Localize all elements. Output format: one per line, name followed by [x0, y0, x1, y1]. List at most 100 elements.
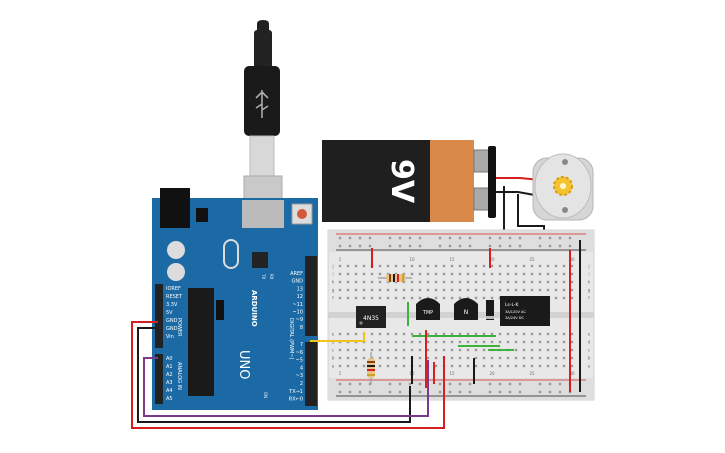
breadboard-hole[interactable]: [488, 382, 492, 386]
breadboard-hole[interactable]: [418, 390, 422, 394]
breadboard-hole[interactable]: [518, 236, 522, 240]
breadboard-hole[interactable]: [362, 364, 366, 368]
breadboard-hole[interactable]: [562, 332, 566, 336]
breadboard-hole[interactable]: [570, 340, 574, 344]
breadboard-hole[interactable]: [450, 348, 454, 352]
breadboard-hole[interactable]: [394, 340, 398, 344]
breadboard-hole[interactable]: [434, 348, 438, 352]
breadboard-hole[interactable]: [466, 356, 470, 360]
breadboard-hole[interactable]: [474, 340, 478, 344]
breadboard-hole[interactable]: [442, 296, 446, 300]
breadboard-hole[interactable]: [346, 296, 350, 300]
breadboard-hole[interactable]: [394, 296, 398, 300]
breadboard-hole[interactable]: [562, 296, 566, 300]
breadboard-hole[interactable]: [338, 356, 342, 360]
breadboard-hole[interactable]: [338, 264, 342, 268]
breadboard-hole[interactable]: [530, 348, 534, 352]
breadboard-hole[interactable]: [554, 356, 558, 360]
breadboard-hole[interactable]: [562, 264, 566, 268]
breadboard-hole[interactable]: [498, 364, 502, 368]
breadboard-hole[interactable]: [378, 264, 382, 268]
breadboard-hole[interactable]: [530, 272, 534, 276]
breadboard-hole[interactable]: [418, 264, 422, 268]
breadboard-hole[interactable]: [418, 382, 422, 386]
breadboard-hole[interactable]: [346, 356, 350, 360]
breadboard-hole[interactable]: [558, 244, 562, 248]
breadboard-hole[interactable]: [426, 332, 430, 336]
breadboard-hole[interactable]: [418, 364, 422, 368]
breadboard-hole[interactable]: [370, 348, 374, 352]
breadboard-hole[interactable]: [398, 390, 402, 394]
breadboard-hole[interactable]: [570, 280, 574, 284]
breadboard-hole[interactable]: [506, 280, 510, 284]
breadboard-hole[interactable]: [410, 332, 414, 336]
breadboard-hole[interactable]: [466, 288, 470, 292]
breadboard-hole[interactable]: [482, 264, 486, 268]
breadboard-hole[interactable]: [474, 280, 478, 284]
breadboard-hole[interactable]: [434, 280, 438, 284]
breadboard-hole[interactable]: [418, 348, 422, 352]
breadboard-hole[interactable]: [354, 364, 358, 368]
breadboard-hole[interactable]: [370, 340, 374, 344]
breadboard-hole[interactable]: [386, 272, 390, 276]
breadboard-hole[interactable]: [514, 272, 518, 276]
breadboard-hole[interactable]: [522, 280, 526, 284]
breadboard-hole[interactable]: [378, 332, 382, 336]
breadboard-hole[interactable]: [554, 280, 558, 284]
breadboard-hole[interactable]: [506, 340, 510, 344]
breadboard-hole[interactable]: [514, 364, 518, 368]
breadboard-hole[interactable]: [448, 236, 452, 240]
breadboard-hole[interactable]: [434, 288, 438, 292]
breadboard-hole[interactable]: [370, 280, 374, 284]
breadboard-hole[interactable]: [474, 356, 478, 360]
breadboard-hole[interactable]: [530, 288, 534, 292]
breadboard-hole[interactable]: [354, 280, 358, 284]
usb-cable[interactable]: [243, 20, 283, 229]
breadboard-hole[interactable]: [538, 288, 542, 292]
breadboard-hole[interactable]: [488, 390, 492, 394]
breadboard-hole[interactable]: [348, 244, 352, 248]
breadboard-hole[interactable]: [410, 280, 414, 284]
breadboard-hole[interactable]: [490, 280, 494, 284]
breadboard-hole[interactable]: [498, 236, 502, 240]
breadboard-hole[interactable]: [548, 390, 552, 394]
breadboard-hole[interactable]: [530, 332, 534, 336]
breadboard-hole[interactable]: [438, 244, 442, 248]
breadboard-hole[interactable]: [448, 244, 452, 248]
breadboard-hole[interactable]: [378, 280, 382, 284]
breadboard-hole[interactable]: [354, 288, 358, 292]
breadboard-hole[interactable]: [474, 332, 478, 336]
breadboard-hole[interactable]: [362, 348, 366, 352]
breadboard-hole[interactable]: [498, 382, 502, 386]
breadboard-hole[interactable]: [434, 296, 438, 300]
breadboard-hole[interactable]: [386, 280, 390, 284]
breadboard-hole[interactable]: [488, 244, 492, 248]
breadboard-hole[interactable]: [546, 364, 550, 368]
breadboard-hole[interactable]: [378, 348, 382, 352]
breadboard-hole[interactable]: [378, 340, 382, 344]
arduino-uno[interactable]: ARDUINO UNO DIGITAL (PWM~) POWER ANALOG …: [152, 188, 318, 410]
breadboard-hole[interactable]: [348, 382, 352, 386]
breadboard-hole[interactable]: [458, 288, 462, 292]
breadboard-hole[interactable]: [468, 244, 472, 248]
breadboard-hole[interactable]: [522, 340, 526, 344]
breadboard-hole[interactable]: [490, 288, 494, 292]
battery-9v[interactable]: 9V: [322, 140, 496, 222]
breadboard-hole[interactable]: [458, 244, 462, 248]
breadboard-hole[interactable]: [538, 340, 542, 344]
breadboard-hole[interactable]: [538, 280, 542, 284]
breadboard-hole[interactable]: [426, 356, 430, 360]
resistor-2[interactable]: [367, 352, 375, 384]
breadboard-hole[interactable]: [508, 244, 512, 248]
breadboard-hole[interactable]: [338, 272, 342, 276]
breadboard-hole[interactable]: [546, 356, 550, 360]
breadboard-hole[interactable]: [410, 272, 414, 276]
breadboard-hole[interactable]: [554, 296, 558, 300]
breadboard-hole[interactable]: [554, 332, 558, 336]
arduino-wires[interactable]: [131, 321, 445, 429]
breadboard-hole[interactable]: [410, 264, 414, 268]
breadboard-hole[interactable]: [568, 236, 572, 240]
breadboard-hole[interactable]: [570, 272, 574, 276]
breadboard-hole[interactable]: [450, 264, 454, 268]
breadboard-hole[interactable]: [458, 264, 462, 268]
